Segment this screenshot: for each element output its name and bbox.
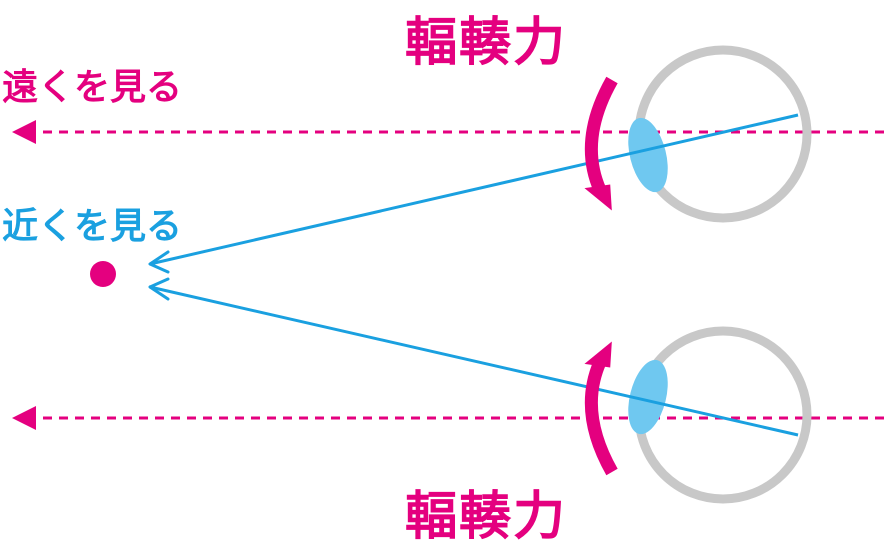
far-arrowhead-bottom	[12, 406, 36, 430]
eye-convergence-diagram	[12, 45, 884, 504]
lens-top	[628, 117, 668, 193]
near-sight-line-top	[148, 113, 799, 274]
far-arrowhead-top	[12, 120, 36, 144]
far-sight-line-bottom	[12, 406, 884, 430]
rotation-arrow-top	[584, 76, 618, 211]
eye-top	[628, 45, 812, 223]
eye-bottom	[628, 326, 812, 504]
convergence-label-top: 輻輳力	[405, 13, 568, 73]
lens-bottom	[628, 359, 668, 435]
eyeball-top	[634, 45, 812, 223]
near-sight-line-bottom	[148, 277, 799, 437]
eyeball-bottom	[634, 326, 812, 504]
rotation-arrow-bottom	[584, 341, 618, 476]
far-sight-line-top	[12, 120, 884, 144]
far-view-label: 遠くを見る	[2, 67, 183, 108]
near-view-label: 近くを見る	[2, 206, 183, 247]
convergence-label-bottom: 輻輳力	[405, 487, 568, 547]
near-target-dot	[90, 261, 116, 287]
